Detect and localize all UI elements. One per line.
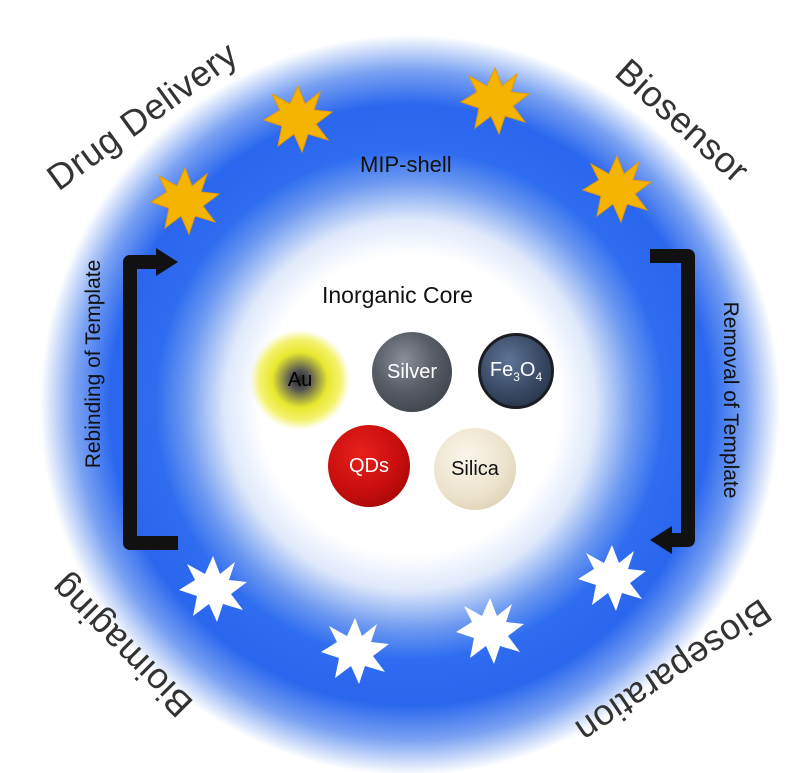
au-core: Au [250, 330, 350, 430]
empty-cavity-star-icon [456, 598, 524, 664]
template-star-icon [150, 167, 220, 235]
qds-core: QDs [328, 425, 410, 507]
au-label: Au [287, 368, 313, 391]
removal-label: Removal of Template [719, 301, 742, 499]
silica-label: Silica [451, 457, 499, 480]
silver-label: Silver [386, 360, 437, 383]
template-star-icon [263, 85, 333, 153]
inorganic-core-label: Inorganic Core [322, 282, 473, 308]
removal-arrow-icon [650, 249, 695, 554]
silica-core: Silica [434, 428, 516, 510]
fe3o4-core: Fe3O4 [478, 333, 554, 409]
mip-shell-label: MIP-shell [360, 152, 452, 177]
rebinding-label: Rebinding of Template [82, 259, 105, 469]
silver-core: Silver [372, 332, 452, 412]
empty-cavity-star-icon [179, 556, 247, 622]
template-star-icon [582, 155, 652, 223]
empty-cavity-star-icon [578, 545, 646, 611]
rebinding-arrow-icon [123, 248, 178, 550]
template-star-icon [460, 67, 530, 135]
fe3o4-label: Fe3O4 [489, 358, 543, 384]
qds-label: QDs [349, 454, 389, 477]
empty-cavity-star-icon [321, 618, 389, 684]
